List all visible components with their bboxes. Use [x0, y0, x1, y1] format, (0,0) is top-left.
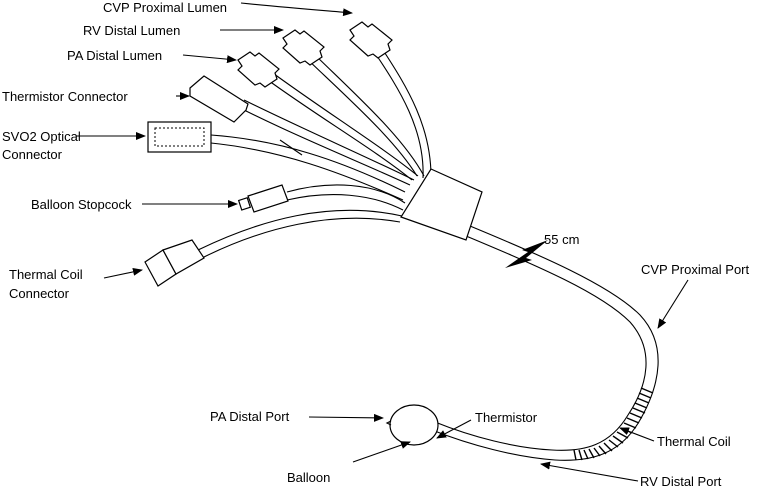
- length-break-marker: [505, 240, 548, 268]
- label-balloon: Balloon: [287, 470, 330, 485]
- label-cvp-proximal-port: CVP Proximal Port: [641, 262, 750, 277]
- lumen-tubes: [197, 46, 432, 259]
- leader-arrows: [76, 2, 689, 482]
- label-thermistor-connector: Thermistor Connector: [2, 89, 128, 104]
- label-rv-distal-lumen: RV Distal Lumen: [83, 23, 180, 38]
- catheter-body: [431, 225, 659, 461]
- label-svo2-optical: SVO2 Optical: [2, 129, 81, 144]
- label-length-mark: 55 cm: [544, 232, 579, 247]
- label-thermal-coil: Thermal Coil: [657, 434, 731, 449]
- rv-distal-connector: [282, 29, 325, 66]
- label-thermal-coil-connector-2: Connector: [9, 286, 70, 301]
- label-svo2-connector: Connector: [2, 147, 63, 162]
- label-thermal-coil-connector-1: Thermal Coil: [9, 267, 83, 282]
- label-pa-distal-port: PA Distal Port: [210, 409, 290, 424]
- pa-distal-connector: [237, 51, 280, 88]
- label-pa-distal-lumen: PA Distal Lumen: [67, 48, 162, 63]
- catheter-tip: [385, 420, 392, 426]
- balloon-shape: [389, 404, 439, 446]
- label-cvp-proximal-lumen: CVP Proximal Lumen: [103, 0, 227, 15]
- cvp-proximal-connector: [349, 21, 393, 59]
- svo2-connector-shape: [147, 121, 212, 153]
- label-rv-distal-port: RV Distal Port: [640, 474, 722, 488]
- thermal-coil-connector-shape: [144, 239, 205, 287]
- label-balloon-stopcock: Balloon Stopcock: [31, 197, 132, 212]
- thermistor-connector-shape: [189, 75, 249, 123]
- label-thermistor: Thermistor: [475, 410, 538, 425]
- catheter-hub: [400, 168, 483, 241]
- balloon-stopcock-shape: [237, 184, 289, 213]
